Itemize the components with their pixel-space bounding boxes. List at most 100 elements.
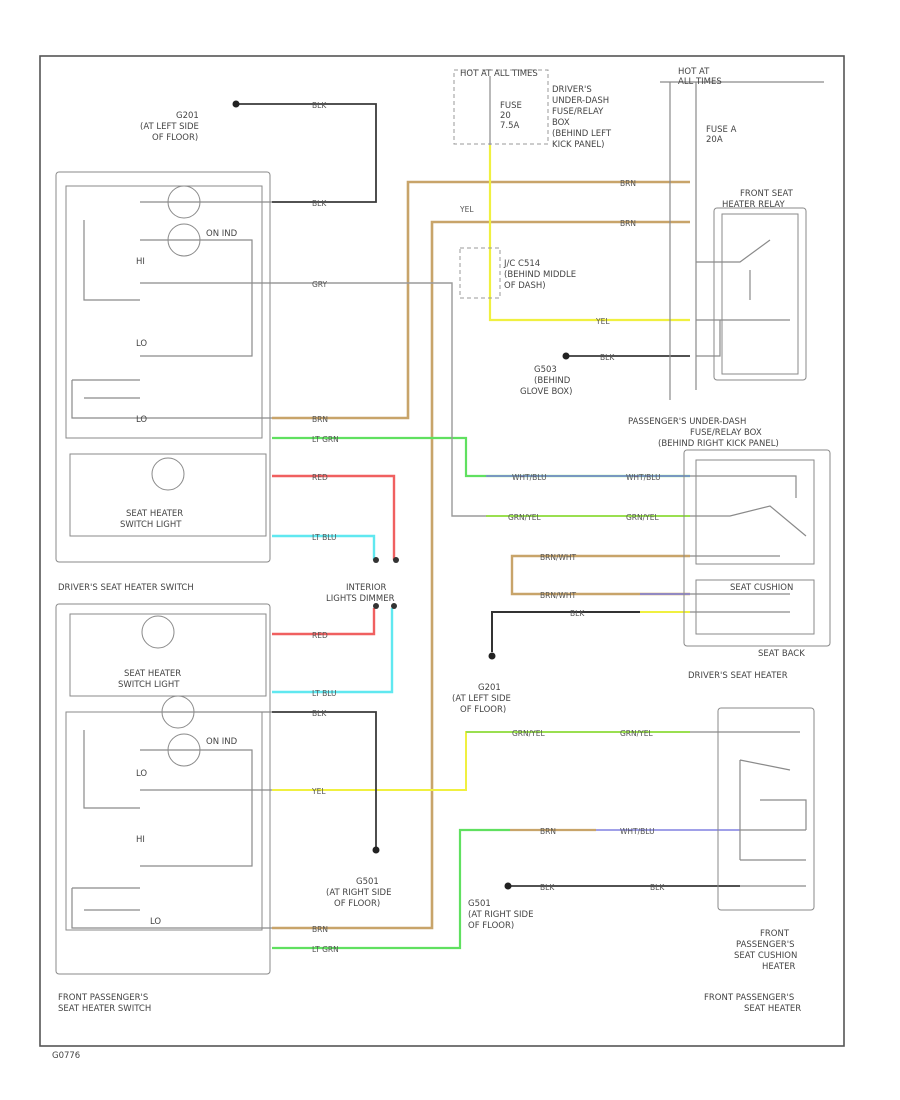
wl-blk-3: BLK (312, 709, 327, 718)
front-seat-heater-relay (696, 207, 807, 381)
pfb-inner (695, 459, 815, 565)
wl-ltblu-2: LT BLU (312, 689, 337, 698)
wl-whtblu: WHT/BLU (512, 473, 547, 482)
drivers-fuse-box (453, 69, 549, 145)
wire-brown-passenger (272, 220, 690, 930)
ground-g201-top (232, 100, 240, 108)
passenger-switch-light-box (69, 613, 267, 697)
drivers-lo-label-1: LO (136, 339, 147, 349)
wl-whtblu-2: WHT/BLU (626, 473, 661, 482)
wl-brn-1: BRN (312, 415, 328, 424)
ground-g501-b (504, 882, 512, 890)
drivers-switch-light-box (69, 453, 267, 537)
ground-g501-a (372, 846, 380, 854)
wire-cyan-passenger (272, 608, 394, 694)
passenger-switch-outer (55, 603, 271, 975)
wire-brown-driver (272, 180, 690, 420)
fpsh-outer (717, 707, 815, 911)
wl-ltblu-1: LT BLU (312, 533, 337, 542)
wl-brn-top2: BRN (620, 219, 636, 228)
wire-ltgreen-passenger (272, 828, 510, 950)
wl-brnwht: BRN/WHT (540, 553, 577, 562)
wl-ltgrn-pass: LT GRN (312, 945, 339, 954)
drivers-switch-outer (55, 171, 271, 563)
wire-red-driver (272, 474, 396, 560)
drivers-hi-label: HI (136, 257, 145, 267)
relay-outer (713, 207, 807, 381)
wl-grnyel-pass: GRN/YEL (512, 729, 545, 738)
wl-whtblu-pass: WHT/BLU (620, 827, 655, 836)
wire-red-passenger (272, 608, 376, 636)
wl-brn-top: BRN (620, 179, 636, 188)
passengers-seat-heater-switch-block: LO HI LO ON IND (55, 603, 272, 975)
label-drivers-seat-heater: DRIVER'S SEAT HEATER (688, 671, 788, 681)
wl-blk-1: BLK (312, 101, 327, 110)
passenger-on-ind-label: ON IND (206, 737, 238, 747)
wl-blk-g503: BLK (600, 353, 615, 362)
wl-red-2: RED (312, 631, 328, 640)
front-passenger-seat-heater-block (690, 707, 815, 911)
fpsh-contacts (690, 731, 807, 887)
wire-black-seat-1 (491, 611, 690, 652)
pfb-outer (683, 449, 831, 647)
jc-c514-box (459, 247, 501, 299)
relay-contacts (696, 239, 790, 357)
wl-blk-pass-2: BLK (650, 883, 665, 892)
drivers-seat-heater-switch-block: HI LO LO ON IND (55, 171, 272, 563)
diagram-frame (39, 55, 845, 1047)
wl-blk-2: BLK (312, 199, 327, 208)
wl-grnyel: GRN/YEL (508, 513, 541, 522)
drivers-switch-inner (65, 185, 263, 439)
label-drivers-seat-heater-switch: DRIVER'S SEAT HEATER SWITCH (58, 583, 194, 593)
label-code: G0776 (52, 1051, 80, 1061)
wire-g501-passenger (272, 711, 377, 848)
wl-brn-pass-2: BRN (312, 925, 328, 934)
label-seat-cushion: SEAT CUSHION (730, 583, 793, 593)
label-hot-at-all-times-1: HOT AT ALL TIMES (460, 69, 538, 79)
switch-light-bulb-1 (151, 457, 185, 491)
wl-blk-pass: BLK (540, 883, 555, 892)
wl-gry-1: GRY (312, 280, 328, 289)
wires (272, 145, 740, 950)
wire-cyan-driver (272, 534, 376, 560)
ground-g201-mid (488, 652, 496, 660)
wl-brn-pass: BRN (540, 827, 556, 836)
passenger-lo-label-2: LO (150, 917, 161, 927)
wire-yellow-fuse (488, 145, 690, 322)
wire-yellow-passenger (272, 731, 690, 791)
drivers-on-ind-label: ON IND (206, 229, 238, 239)
switch-light-bulb-2 (141, 615, 175, 649)
seat-cushion-box (695, 579, 815, 635)
passenger-fuse-relay-box (683, 449, 831, 647)
connectors (373, 557, 399, 609)
wire-labels: BLK BLK GRY BRN LT GRN RED LT BLU BRN BR… (311, 101, 665, 954)
wl-brnwht-2: BRN/WHT (540, 591, 577, 600)
drivers-switch-traces (71, 201, 272, 419)
wl-yel-pass: YEL (311, 787, 326, 796)
wl-blk-seat: BLK (570, 609, 585, 618)
wire-brown-seat-1 (510, 554, 690, 596)
pfb-contacts (690, 475, 807, 613)
wire-g201-top (236, 103, 377, 203)
wl-yel-relay: YEL (595, 317, 610, 326)
wl-grnyel-pass-2: GRN/YEL (620, 729, 653, 738)
passenger-lo-label-1: LO (136, 769, 147, 779)
